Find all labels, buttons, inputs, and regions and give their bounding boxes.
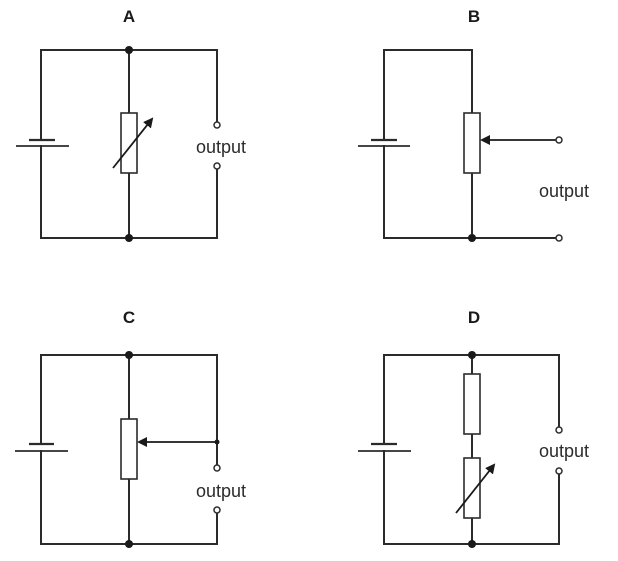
wire-top [383,49,473,141]
circuit-d-label: D [468,308,480,327]
output-label: output [539,181,589,201]
junction-dot [468,351,476,359]
output-terminal [213,162,221,170]
circuit-b-label: B [468,7,480,26]
junction-dot [468,234,476,242]
output-terminal [555,467,563,475]
junction-dot [125,234,133,242]
potentiometer-icon [120,418,138,480]
fixed-resistor-icon [463,373,481,435]
circuit-a-label: A [123,7,135,26]
junction-dot [125,351,133,359]
output-terminal [555,426,563,434]
output-terminal [213,464,221,472]
battery-icon [358,442,411,452]
circuit-a: A output [16,7,246,242]
junction-dot [125,540,133,548]
junction-dot [125,46,133,54]
circuit-d: D output [358,308,589,548]
variable-resistor-icon [463,457,481,519]
battery-icon [16,138,69,147]
variable-arrow-icon [112,117,154,169]
output-terminal [555,136,563,144]
junction-dot [214,439,220,445]
circuit-c-label: C [123,308,135,327]
variable-resistor-icon [120,112,138,174]
output-terminal [213,121,221,129]
circuit-c: C output [15,308,246,548]
potentiometer-icon [463,112,481,174]
output-label: output [196,481,246,501]
wire-bottom [383,145,557,239]
battery-icon [15,442,68,452]
battery-icon [358,138,410,147]
junction-dot [468,540,476,548]
output-label: output [196,137,246,157]
variable-arrow-icon [455,463,496,514]
output-terminal [213,506,221,514]
output-terminal [555,234,563,242]
output-label: output [539,441,589,461]
circuit-b: B output [358,7,589,242]
